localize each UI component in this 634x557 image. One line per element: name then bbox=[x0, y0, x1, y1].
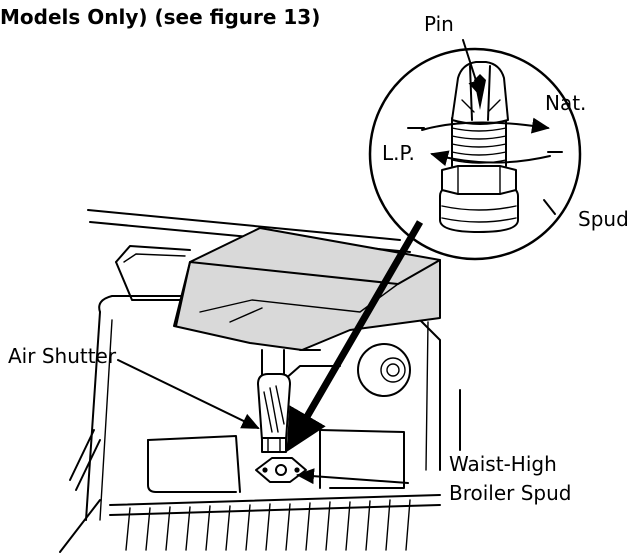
page-heading: Models Only) (see figure 13) bbox=[0, 5, 320, 29]
oven-cavity-drawing bbox=[59, 209, 461, 553]
magnify-pointer-arrow bbox=[286, 220, 424, 453]
label-waist-high-line1: Waist-High bbox=[449, 452, 557, 476]
spud-leader bbox=[543, 199, 556, 215]
label-lp: L.P. bbox=[382, 141, 415, 165]
label-nat: Nat. bbox=[545, 91, 586, 115]
pin-leader bbox=[462, 39, 484, 98]
lp-rotation-arrow bbox=[430, 150, 551, 166]
waist-high-spud-leader bbox=[296, 468, 409, 485]
label-waist-high-line2: Broiler Spud bbox=[449, 481, 572, 505]
label-pin: Pin bbox=[424, 12, 454, 36]
air-shutter-leader bbox=[117, 359, 260, 429]
label-spud: Spud bbox=[578, 207, 629, 231]
label-air-shutter: Air Shutter bbox=[8, 344, 117, 368]
nat-rotation-arrow bbox=[421, 117, 550, 134]
